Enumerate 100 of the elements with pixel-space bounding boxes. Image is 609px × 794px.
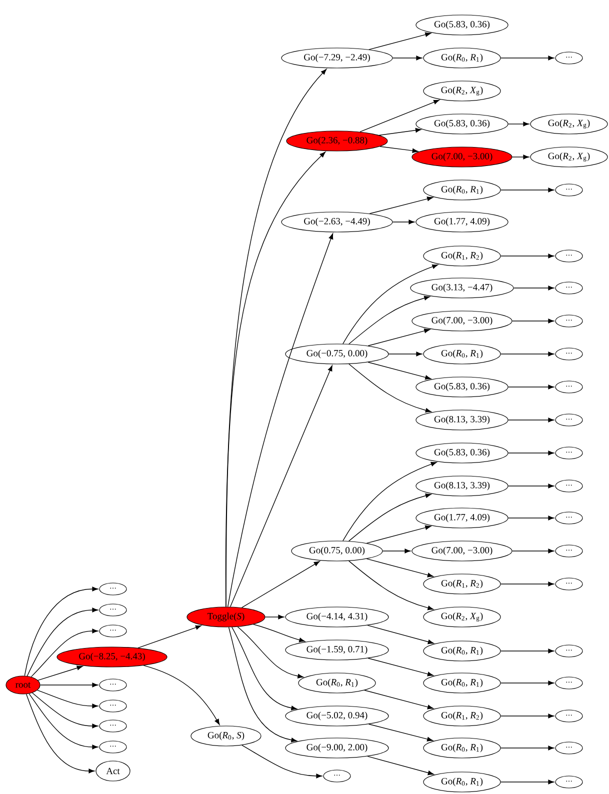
arrow [392, 56, 422, 60]
arrow [500, 56, 554, 60]
ellipse-node: Go(−1.59, 0.71) [285, 640, 389, 660]
ellipse-node: Go(5.83, 0.36) [416, 376, 508, 398]
arrow [342, 264, 438, 344]
arrow [513, 286, 554, 290]
arrow [367, 756, 434, 776]
arrow [512, 154, 530, 160]
arrow [508, 516, 554, 520]
ellipse-node: Go(R$_{0}$, S) [190, 726, 262, 746]
arrow [380, 146, 418, 153]
arrow [500, 254, 554, 258]
ellipse-node: Go(R$_{1}$, R$_{2}$) [423, 706, 501, 726]
arrow [24, 586, 98, 676]
arrow [28, 693, 98, 750]
arrow [36, 690, 98, 708]
arrow [500, 780, 554, 784]
ellipse-node: Toggle(S) [186, 606, 266, 628]
arrow [228, 626, 298, 742]
ellipse-node: root [6, 676, 40, 694]
ellipse-node: Go(R$_{0}$, R$_{1}$) [423, 738, 501, 758]
ellipse-node: Go(−8.25, −4.43) [56, 646, 168, 668]
ellipse-node: Go(−5.02, 0.94) [285, 706, 389, 726]
arrow [348, 296, 430, 344]
arrow [264, 614, 284, 620]
arrow [230, 365, 332, 608]
ellipse-node: Go(R$_{2}$, X$_{g}$) [530, 114, 608, 134]
ellipse-node: Go(1.77, 4.09) [416, 212, 508, 232]
ellipse-node: Go(8.13, 3.39) [416, 476, 508, 496]
arrow [508, 122, 530, 126]
arrow [508, 418, 554, 422]
arrow [348, 560, 434, 610]
arrow [237, 626, 304, 678]
ellipse-node: Go(7.00, −3.00) [412, 146, 512, 168]
arrow [26, 608, 98, 676]
arrow [342, 462, 437, 542]
ellipse-node: Go(7.00, −3.00) [412, 310, 512, 332]
arrow [388, 352, 422, 356]
arrow [143, 665, 220, 725]
ellipse-node: Go(−7.29, −2.49) [281, 48, 393, 68]
arrow [500, 352, 554, 356]
ellipse-node: Go(R$_{2}$, X$_{g}$) [423, 80, 501, 102]
arrow [367, 624, 434, 644]
arrow [26, 694, 95, 774]
ellipse-node: Go(1.77, 4.09) [416, 508, 508, 528]
arrow [378, 128, 422, 136]
arrow [360, 100, 440, 132]
ellipse-node: Go(R$_{0}$, R$_{1}$) [423, 180, 501, 200]
arrow [368, 658, 434, 676]
ellipse-node: Go(5.83, 0.36) [416, 14, 508, 36]
arrow [508, 484, 554, 488]
arrow [366, 525, 432, 544]
ellipse-node: Go(2.36, −0.88) [286, 130, 388, 152]
arrow [368, 32, 432, 50]
arrow [38, 666, 83, 681]
arrow [382, 548, 411, 554]
arrow [364, 690, 434, 710]
arrow [500, 648, 554, 654]
arrow [368, 362, 432, 380]
arrow [242, 744, 322, 778]
arrow [392, 220, 415, 224]
ellipse-node: Go(8.13, 3.39) [416, 410, 508, 430]
arrow [508, 384, 554, 390]
arrow [30, 628, 98, 678]
arrow [500, 188, 554, 192]
arrow [500, 746, 554, 750]
ellipse-node: Go(R$_{0}$, R$_{1}$) [298, 672, 376, 694]
ellipse-node: Go(−9.00, 2.00) [285, 738, 389, 758]
arrow [368, 328, 430, 346]
arrow [369, 196, 433, 214]
ellipse-node: Act [96, 760, 130, 782]
ellipse-node: Go(R$_{1}$, R$_{2}$) [423, 574, 501, 594]
ellipse-node: Go(R$_{0}$, R$_{1}$) [423, 772, 501, 792]
ellipse-node: Go(5.83, 0.36) [416, 442, 508, 464]
ellipse-node: Go(R$_{2}$, X$_{g}$) [423, 606, 501, 628]
arrow [227, 233, 334, 608]
arrow [500, 582, 554, 586]
ellipse-node: Go(−2.63, −4.49) [281, 212, 393, 232]
ellipse-node: Go(R$_{1}$, R$_{2}$) [423, 246, 501, 266]
ellipse-node: Go(R$_{2}$, X$_{g}$) [530, 146, 608, 168]
arrow [232, 626, 298, 710]
arrow [348, 493, 432, 542]
ellipse-node: Go(R$_{0}$, R$_{1}$) [423, 640, 501, 662]
arrow [512, 548, 554, 554]
arrow [368, 724, 433, 742]
arrow [32, 692, 98, 728]
arrow [512, 318, 554, 324]
arrow [366, 558, 434, 578]
ellipse-node: Go(7.00, −3.00) [412, 540, 512, 562]
arrow [40, 682, 98, 688]
arrow [500, 680, 554, 686]
arrow [253, 624, 306, 642]
arrow [226, 152, 326, 608]
ellipse-node: Go(R$_{0}$, R$_{1}$) [423, 344, 501, 364]
arrow [508, 450, 554, 456]
ellipse-node: Go(−0.75, 0.00) [285, 344, 389, 364]
arrow [138, 625, 202, 648]
ellipse-node: Go(5.83, 0.36) [416, 114, 508, 134]
ellipse-node: Go(−4.14, 4.31) [285, 606, 389, 628]
ellipse-node: Go(3.13, −4.47) [410, 278, 514, 298]
